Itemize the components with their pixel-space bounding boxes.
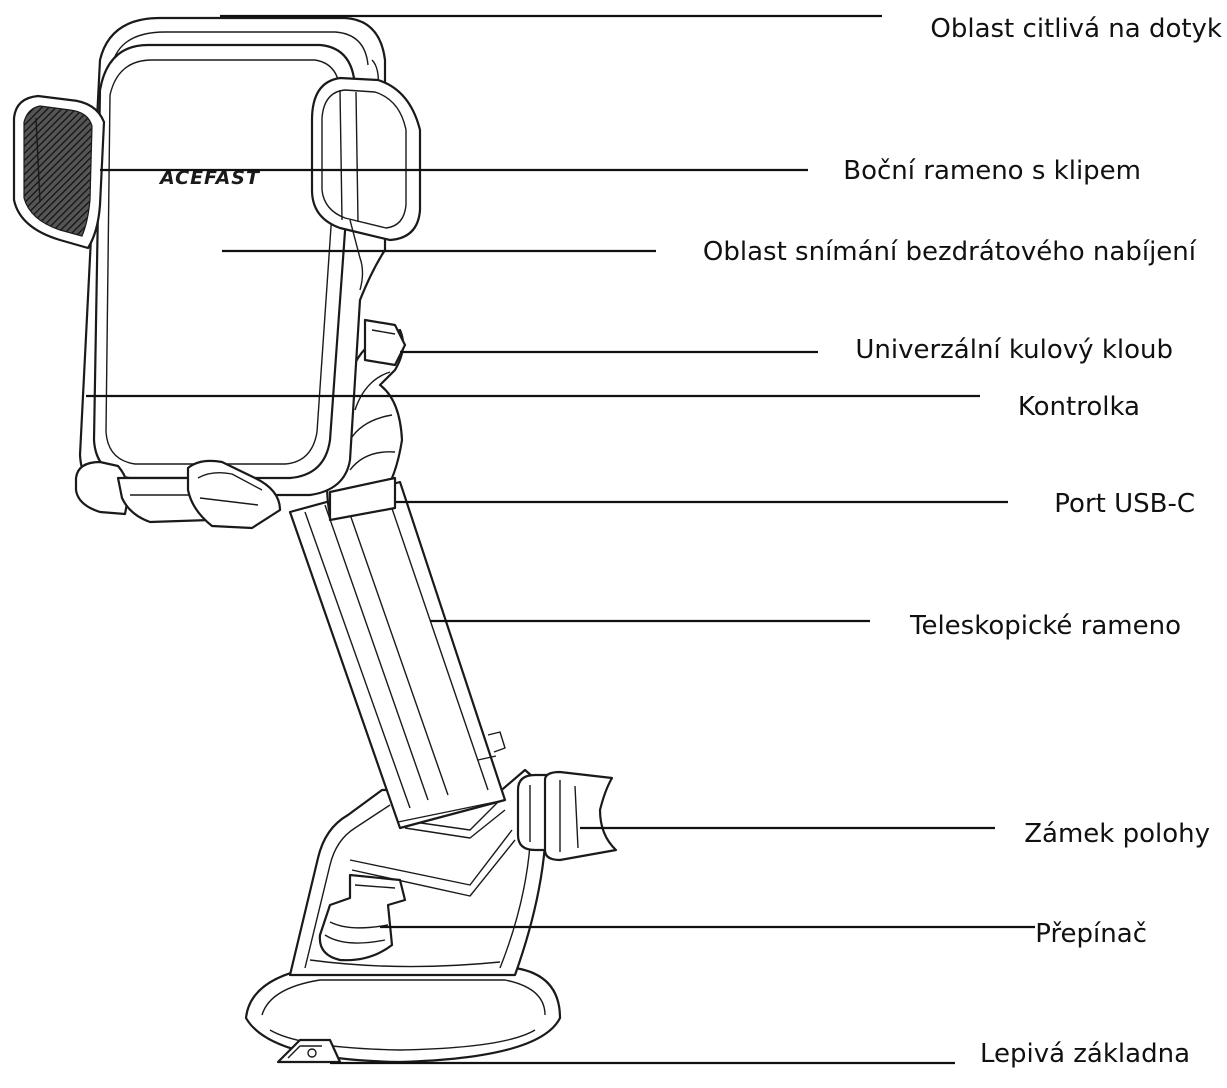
adhesive-base	[244, 966, 562, 1064]
wireless-charging-plate: ACEFAST	[92, 43, 357, 480]
base-housing	[288, 768, 550, 977]
label-touch-area: Oblast citlivá na dotyk	[930, 14, 1222, 44]
switch-lever[interactable]	[318, 873, 407, 962]
label-position-lock: Zámek polohy	[1024, 819, 1210, 849]
label-adhesive-base: Lepivá základna	[980, 1039, 1190, 1069]
label-telescopic-arm: Teleskopické rameno	[909, 611, 1181, 641]
ball-joint	[326, 318, 407, 522]
label-ball-joint: Univerzální kulový kloub	[855, 335, 1173, 365]
brand-logo: ACEFAST	[158, 167, 261, 189]
telescopic-arm	[288, 480, 507, 830]
label-side-arm-clip: Boční rameno s klipem	[843, 156, 1141, 186]
position-lock-knob[interactable]	[516, 770, 618, 862]
leader-lines	[86, 14, 1035, 1065]
callout-labels: Oblast citlivá na dotyk Boční rameno s k…	[703, 14, 1222, 1069]
left-side-arm-clip[interactable]	[12, 94, 106, 250]
label-switch: Přepínač	[1035, 919, 1147, 949]
label-wireless-charging-area: Oblast snímání bezdrátového nabíjení	[703, 237, 1197, 267]
label-usb-c-port: Port USB-C	[1054, 489, 1195, 519]
bottom-support-feet	[74, 459, 282, 530]
label-indicator: Kontrolka	[1018, 392, 1140, 422]
